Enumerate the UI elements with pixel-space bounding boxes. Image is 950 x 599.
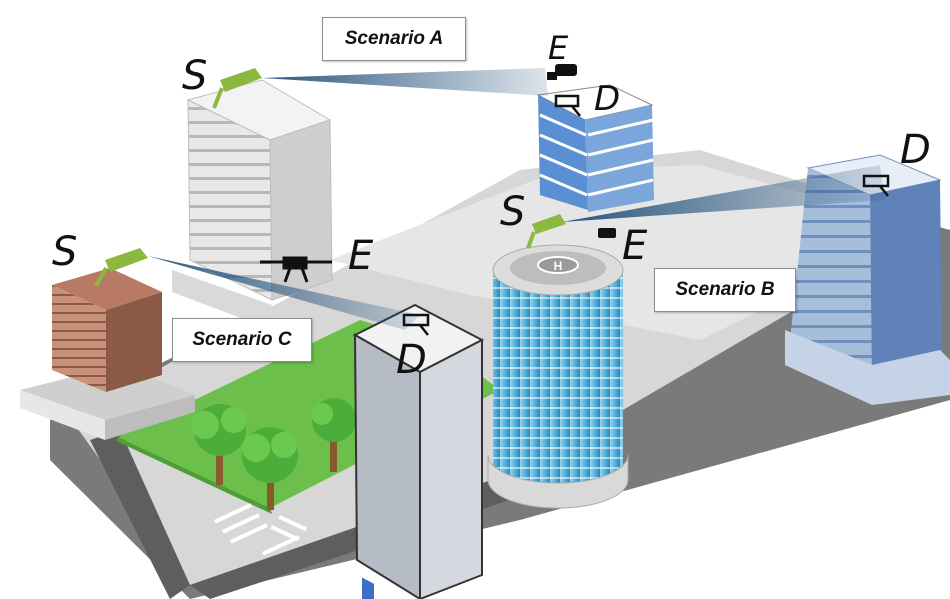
helipad-icon: H	[537, 256, 579, 274]
security-camera-icon	[862, 174, 890, 197]
scenario-c-destination-label: D	[396, 337, 427, 383]
scenario-b-source-label: S	[500, 189, 526, 235]
tree-icon	[191, 404, 247, 485]
security-camera-icon	[554, 94, 581, 117]
scenario-c-label: Scenario C	[172, 318, 312, 362]
crosswalk	[214, 503, 308, 556]
gray-office-building	[172, 79, 333, 330]
security-camera-icon	[94, 248, 148, 287]
scenario-c-source-label: S	[52, 229, 78, 275]
blue-office-building-a	[536, 84, 654, 212]
beams	[148, 68, 885, 330]
brown-office-building	[20, 268, 195, 440]
security-camera-icon	[547, 64, 577, 80]
scenario-a-source-label: S	[182, 53, 208, 99]
scenario-a-destination-label: D	[594, 79, 621, 119]
drone-icon	[260, 256, 332, 283]
tree-icon	[242, 427, 298, 510]
scenario-c-eavesdropper-label: E	[348, 233, 374, 279]
scenario-b-destination-label: D	[900, 127, 931, 173]
scenario-b-eavesdropper-label: E	[622, 223, 648, 269]
security-camera-icon	[212, 68, 262, 109]
scenario-a-eavesdropper-label: E	[548, 29, 569, 67]
security-camera-icon	[402, 313, 430, 336]
scenario-b-label: Scenario B	[654, 268, 796, 312]
security-camera-icon	[526, 214, 566, 249]
tree-icon	[311, 398, 356, 472]
svg-text:H: H	[554, 259, 563, 273]
scenario-a-label: Scenario A	[322, 17, 466, 61]
security-camera-icon	[598, 228, 616, 238]
cylindrical-tower	[487, 244, 629, 509]
